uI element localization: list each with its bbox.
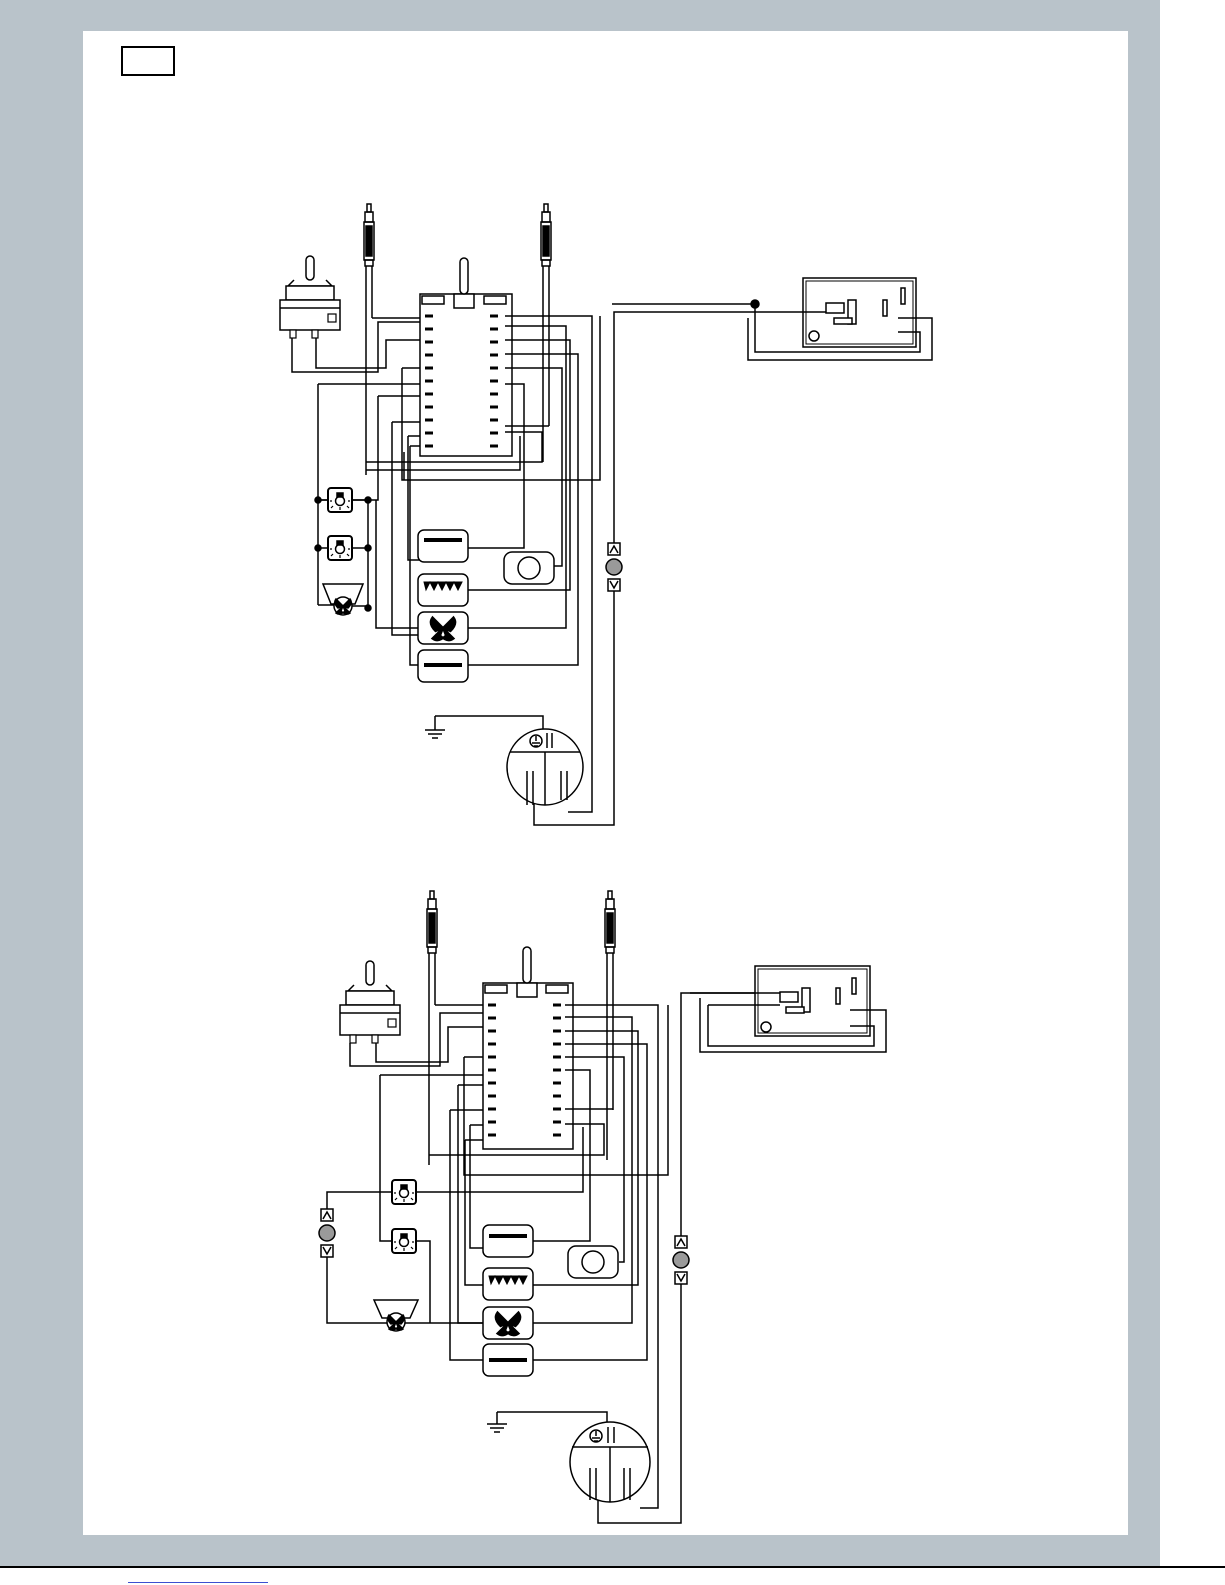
power-socket-bottom	[570, 1422, 650, 1502]
lower-heating-element-bottom	[483, 1344, 533, 1376]
cooling-fan	[318, 584, 368, 615]
temperature-probe-right	[541, 204, 551, 266]
terminal-block-bottom	[690, 966, 886, 1052]
lamp-upper-bottom	[392, 1180, 416, 1204]
thermostat-bottom	[340, 961, 400, 1043]
grill-element	[418, 574, 468, 606]
cooling-fan-bottom	[374, 1300, 483, 1331]
thermostat	[280, 256, 340, 338]
upper-heating-element-bottom	[483, 1225, 533, 1257]
lamp-upper	[328, 488, 352, 512]
circular-heating-element	[504, 552, 554, 584]
wiring-diagram-bottom	[319, 891, 886, 1523]
circular-heating-element-bottom	[568, 1246, 618, 1278]
upper-heating-element	[418, 530, 468, 562]
wiring-diagram-top	[280, 204, 932, 825]
convection-fan-bottom	[483, 1307, 533, 1339]
lower-heating-element	[418, 650, 468, 682]
grill-element-bottom	[483, 1268, 533, 1300]
temperature-probe-right-bottom	[605, 891, 615, 953]
lamp-lower-bottom	[392, 1229, 416, 1253]
convection-fan	[418, 612, 468, 644]
control-board	[420, 258, 512, 456]
control-board-bottom	[483, 947, 573, 1149]
temperature-probe-left	[364, 204, 374, 266]
temperature-probe-left-bottom	[427, 891, 437, 953]
power-socket	[507, 729, 583, 805]
lamp-lower	[328, 536, 352, 560]
terminal-block	[612, 278, 932, 360]
